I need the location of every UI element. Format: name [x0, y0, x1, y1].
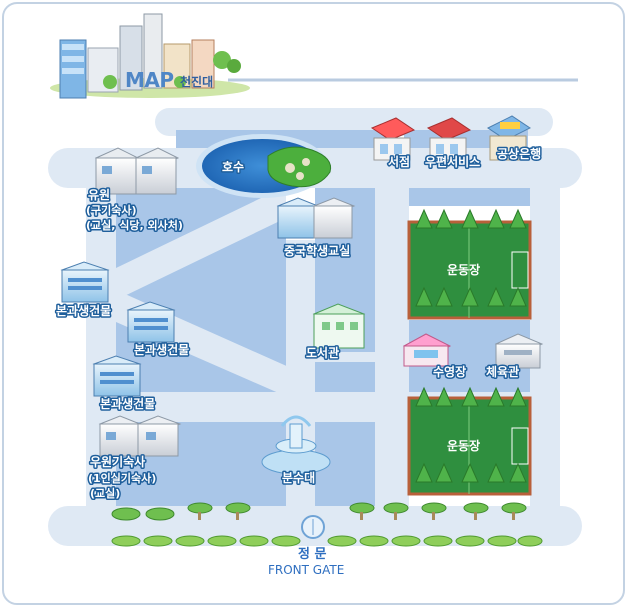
map-header: MAP 천진대 [50, 13, 578, 99]
skyline-logo [50, 13, 250, 99]
gymnasium-label: 체육관 [486, 364, 519, 379]
front-gate[interactable]: 정 문 FRONT GATE [268, 515, 344, 577]
main-building-1-label: 본과생건물 [56, 303, 111, 318]
youyuan-old-dorm-label-1: 유원 [88, 188, 110, 202]
library-path [315, 352, 375, 362]
bookstore-label: 서점 [388, 154, 410, 169]
main-building-2-label: 본과생건물 [134, 342, 189, 357]
swimming-pool-label: 수영장 [433, 364, 466, 379]
front-gate-label-en: FRONT GATE [268, 563, 344, 577]
block-east-strip [409, 188, 530, 206]
road-network [48, 108, 582, 546]
post-office-building[interactable] [426, 117, 472, 161]
bank-label: 공상은행 [497, 146, 541, 161]
lake: 호수 [196, 134, 332, 198]
block-central-south [315, 362, 375, 392]
campus-name: 천진대 [180, 74, 213, 89]
field-trees [415, 208, 527, 483]
shop-buildings: 서점 우편서비스 공상은행 [370, 115, 543, 171]
main-building-3[interactable]: 본과생건물 [92, 355, 157, 413]
chinese-classroom-label: 중국학생교실 [284, 243, 350, 258]
fountain[interactable]: 분수대 [261, 415, 331, 487]
youyuan-dorm-label-1: 우원기숙사 [90, 454, 145, 469]
map-title: MAP [125, 68, 174, 92]
post-office-label: 우편서비스 [425, 154, 480, 169]
youyuan-old-dorm-label-3: (교실, 식당, 외사처) [86, 218, 183, 232]
gymnasium-building[interactable]: 체육관 [485, 333, 544, 381]
playground-top-label: 운동장 [447, 262, 480, 277]
diagonal-road-north [116, 186, 286, 300]
east-lane [375, 392, 409, 506]
bookstore-building[interactable] [370, 117, 416, 161]
main-building-1[interactable]: 본과생건물 [55, 261, 113, 320]
library-building[interactable]: 도서관 [305, 303, 366, 362]
front-gate-label-ko: 정 문 [298, 546, 326, 562]
road-west [86, 148, 116, 546]
lake-label: 호수 [222, 160, 244, 174]
playground-bottom-label: 운동장 [447, 438, 480, 453]
front-avenue-trees [111, 502, 543, 547]
youyuan-old-dorm[interactable]: 유원 (구기숙사) (교실, 식당, 외사처) [85, 147, 184, 234]
youyuan-dorm[interactable]: 우원기숙사 (1인실기숙사) (교실) [87, 415, 182, 502]
chinese-student-classroom[interactable]: 중국학생교실 [276, 197, 356, 260]
library-label: 도서관 [306, 345, 339, 360]
fountain-label: 분수대 [282, 471, 315, 485]
main-building-2[interactable]: 본과생건물 [126, 301, 191, 359]
main-building-3-label: 본과생건물 [100, 396, 155, 411]
youyuan-old-dorm-label-2: (구기숙사) [86, 203, 137, 217]
youyuan-dorm-label-3: (교실) [90, 486, 120, 500]
bank-building[interactable] [487, 115, 531, 161]
youyuan-dorm-label-2: (1인실기숙사) [88, 471, 156, 485]
swimming-pool-building[interactable]: 수영장 [402, 333, 468, 381]
